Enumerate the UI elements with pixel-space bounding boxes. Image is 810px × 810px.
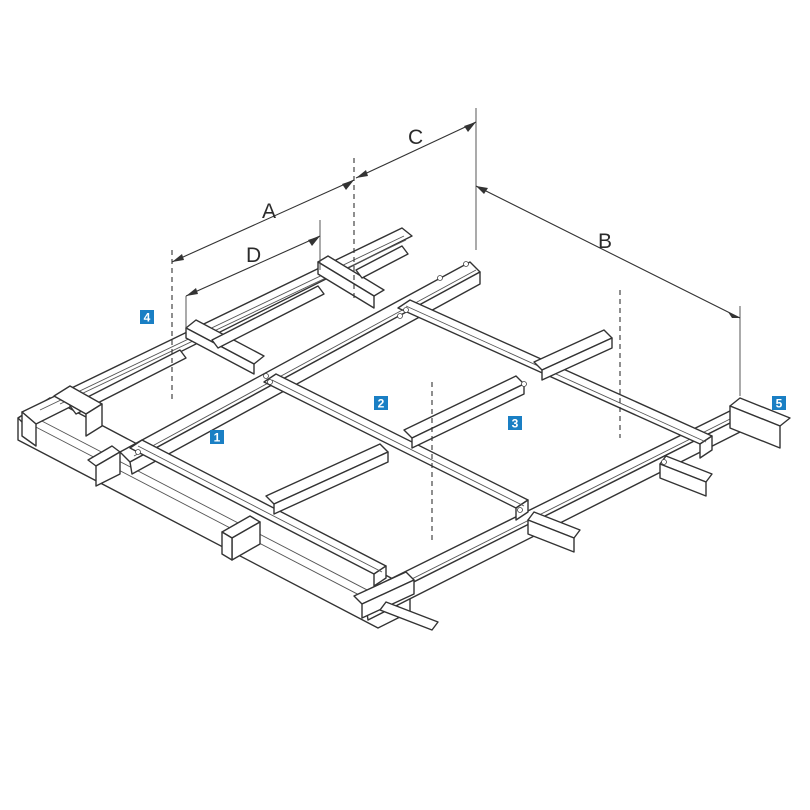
dimension-d: D xyxy=(185,235,321,297)
callout-4-label: 4 xyxy=(144,311,151,325)
callout-5: 5 xyxy=(772,396,786,411)
cross-tee-middle xyxy=(263,373,529,521)
callout-2-box xyxy=(374,396,388,410)
short-tee-7 xyxy=(211,285,325,349)
hanger-lines xyxy=(171,158,621,540)
dimension-a: A xyxy=(171,179,355,263)
bracket-front-bottom xyxy=(353,571,439,631)
short-tee-4 xyxy=(403,375,525,449)
bracket-right-end xyxy=(659,397,791,497)
callout-4: 4 xyxy=(140,310,154,325)
short-tee-2 xyxy=(317,255,385,309)
clip-holes xyxy=(135,261,667,513)
callout-3-label: 3 xyxy=(512,417,519,431)
main-runner-center xyxy=(119,261,481,475)
callout-1-box xyxy=(210,430,224,444)
bracket-front-left xyxy=(87,445,121,487)
dimension-d-label: D xyxy=(246,244,261,267)
short-tee-5 xyxy=(533,329,613,381)
callout-5-label: 5 xyxy=(776,397,783,411)
dimension-a-label: A xyxy=(262,200,276,223)
dimension-c: C xyxy=(355,121,477,179)
dimension-b: B xyxy=(475,185,741,319)
short-tee-8 xyxy=(355,245,409,279)
short-tee-6 xyxy=(69,349,187,415)
callout-4-box xyxy=(140,310,154,324)
cross-tee-back-right xyxy=(397,299,713,459)
callout-2-label: 2 xyxy=(378,397,385,411)
bracket-back-left xyxy=(53,385,103,437)
callout-3: 3 xyxy=(508,416,522,431)
extension-lines xyxy=(185,108,741,396)
bracket-right-mid xyxy=(527,511,581,553)
callout-2: 2 xyxy=(374,396,388,411)
callout-1: 1 xyxy=(210,430,224,445)
short-tee-3 xyxy=(265,443,389,515)
cross-tee-front xyxy=(129,439,387,587)
callout-5-box xyxy=(772,396,786,410)
callout-3-box xyxy=(508,416,522,430)
dimension-c-label: C xyxy=(408,126,423,149)
callout-1-label: 1 xyxy=(214,431,221,445)
bracket-front-mid xyxy=(221,515,261,561)
dimension-b-label: B xyxy=(598,230,612,253)
